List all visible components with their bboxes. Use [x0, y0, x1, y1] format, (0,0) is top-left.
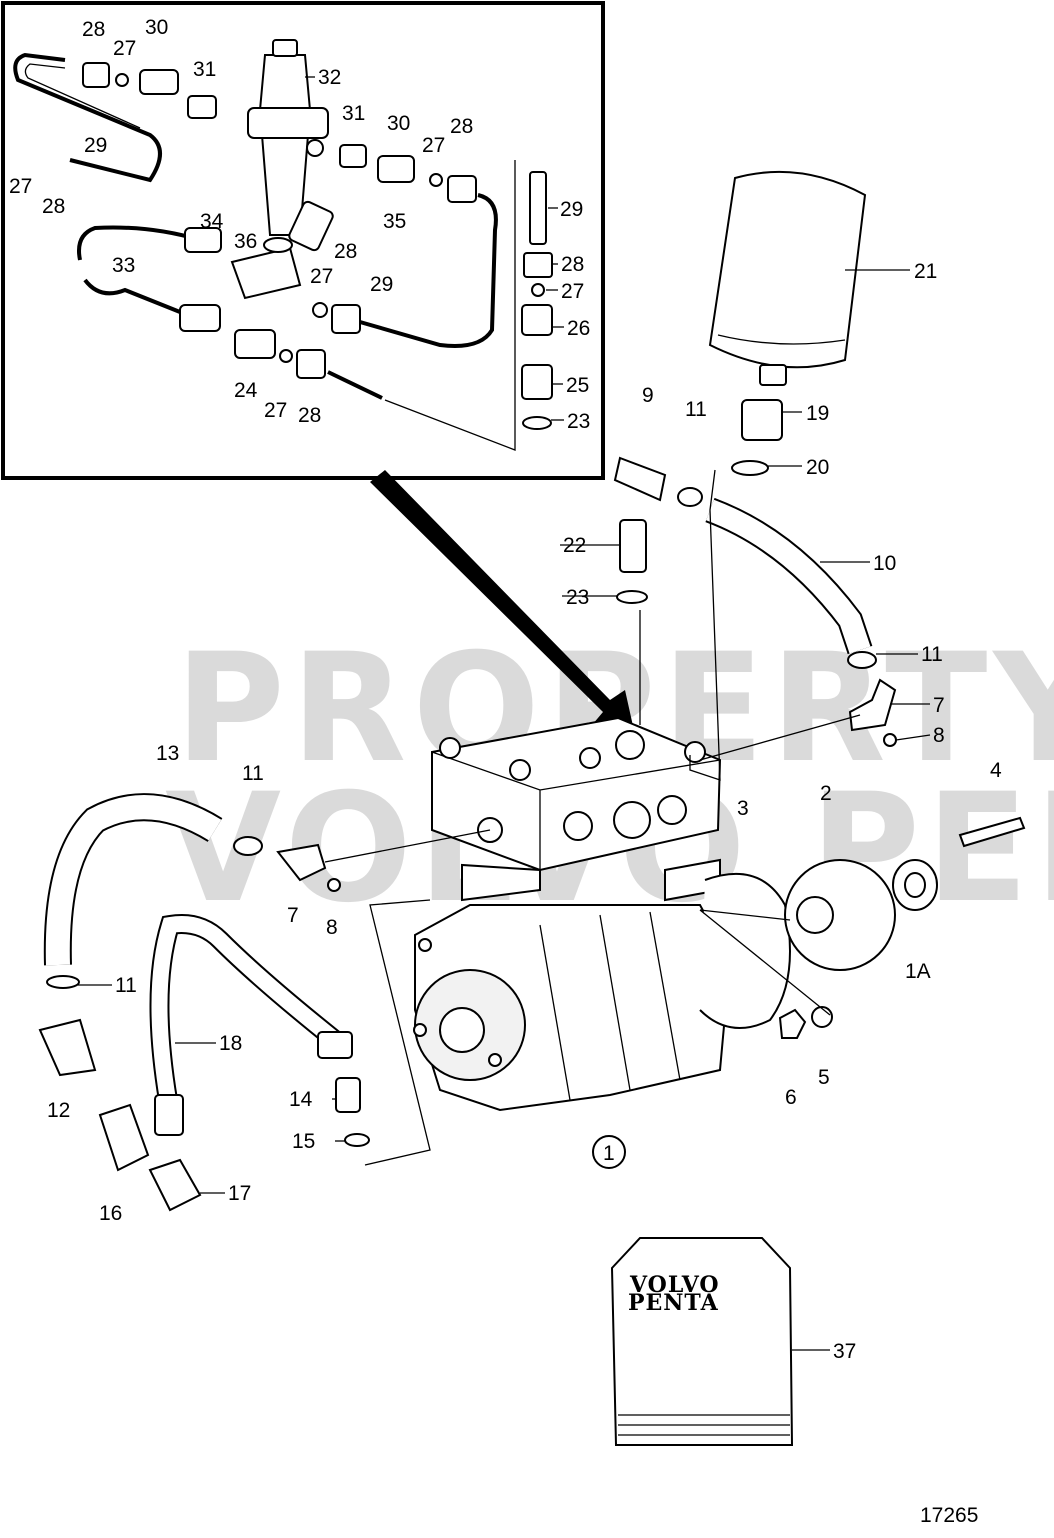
detail-pointer-arrow	[370, 470, 635, 735]
callout-i35: 35	[383, 210, 406, 233]
brand-line2: PENTA	[628, 1290, 719, 1316]
callout-i29b: 29	[370, 273, 393, 296]
callout-m20: 20	[806, 456, 829, 479]
callout-m4: 4	[990, 759, 1002, 782]
callout-m12: 12	[47, 1099, 70, 1122]
main-drawing: VOLVO PENTA	[38, 170, 1026, 1446]
callout-m13: 13	[156, 742, 179, 765]
callout-i28c: 28	[450, 115, 473, 138]
callout-i33: 33	[112, 254, 135, 277]
callout-i29c: 29	[560, 198, 583, 221]
callout-m11c: 11	[242, 762, 264, 785]
callout-m15: 15	[292, 1130, 315, 1153]
callout-m11b: 11	[921, 643, 943, 666]
callout-i32: 32	[318, 66, 341, 89]
callout-i27c: 27	[422, 134, 445, 157]
callout-i29a: 29	[84, 134, 107, 157]
inset-drawing	[13, 39, 553, 451]
callout-i28e: 28	[298, 404, 321, 427]
brand-line1: VOLVO	[629, 1272, 720, 1298]
callout-i27e: 27	[264, 399, 287, 422]
callout-m1: 1	[603, 1142, 615, 1165]
callout-i25: 25	[566, 374, 589, 397]
callout-m11a: 11	[685, 398, 707, 421]
callout-i31a: 31	[193, 58, 216, 81]
callout-i27d: 27	[310, 265, 333, 288]
callout-i28a: 28	[82, 18, 105, 41]
callout-i27b: 27	[9, 175, 32, 198]
figure-number: 17265	[920, 1504, 978, 1527]
callout-m23: 23	[566, 586, 589, 609]
callout-m22: 22	[563, 534, 586, 557]
leader-m8a	[895, 734, 931, 741]
callout-m17: 17	[228, 1182, 251, 1205]
callout-i28b: 28	[42, 195, 65, 218]
callout-m19: 19	[806, 402, 829, 425]
callout-i23a: 23	[567, 410, 590, 433]
callout-i27a: 27	[113, 37, 136, 60]
callout-i24: 24	[234, 379, 258, 402]
callout-m5: 5	[818, 1066, 830, 1089]
callout-m21: 21	[914, 260, 937, 283]
callout-m11d: 11	[115, 974, 137, 997]
callout-i34: 34	[200, 210, 224, 233]
leader-lines	[78, 76, 931, 1351]
callout-m7a: 7	[933, 694, 945, 717]
callout-m3: 3	[737, 797, 749, 820]
callout-m16: 16	[99, 1202, 122, 1225]
callout-m2: 2	[820, 782, 832, 805]
callout-m37: 37	[833, 1340, 856, 1363]
callout-m6: 6	[785, 1086, 797, 1109]
callout-i36: 36	[234, 230, 257, 253]
callout-m8a: 8	[933, 724, 945, 747]
callout-i31b: 31	[342, 102, 365, 125]
callout-m7b: 7	[287, 904, 299, 927]
callout-m18: 18	[219, 1032, 242, 1055]
callout-i30b: 30	[387, 112, 410, 135]
callout-i28d: 28	[334, 240, 357, 263]
callout-m8b: 8	[326, 916, 338, 939]
callout-i27f: 27	[561, 280, 584, 303]
callout-m1a: 1A	[905, 960, 931, 983]
callout-i30a: 30	[145, 16, 168, 39]
callout-i26: 26	[567, 317, 590, 340]
callout-m14: 14	[289, 1088, 313, 1111]
callout-i28f: 28	[561, 253, 584, 276]
callout-m10: 10	[873, 552, 896, 575]
callout-m9: 9	[642, 384, 654, 407]
